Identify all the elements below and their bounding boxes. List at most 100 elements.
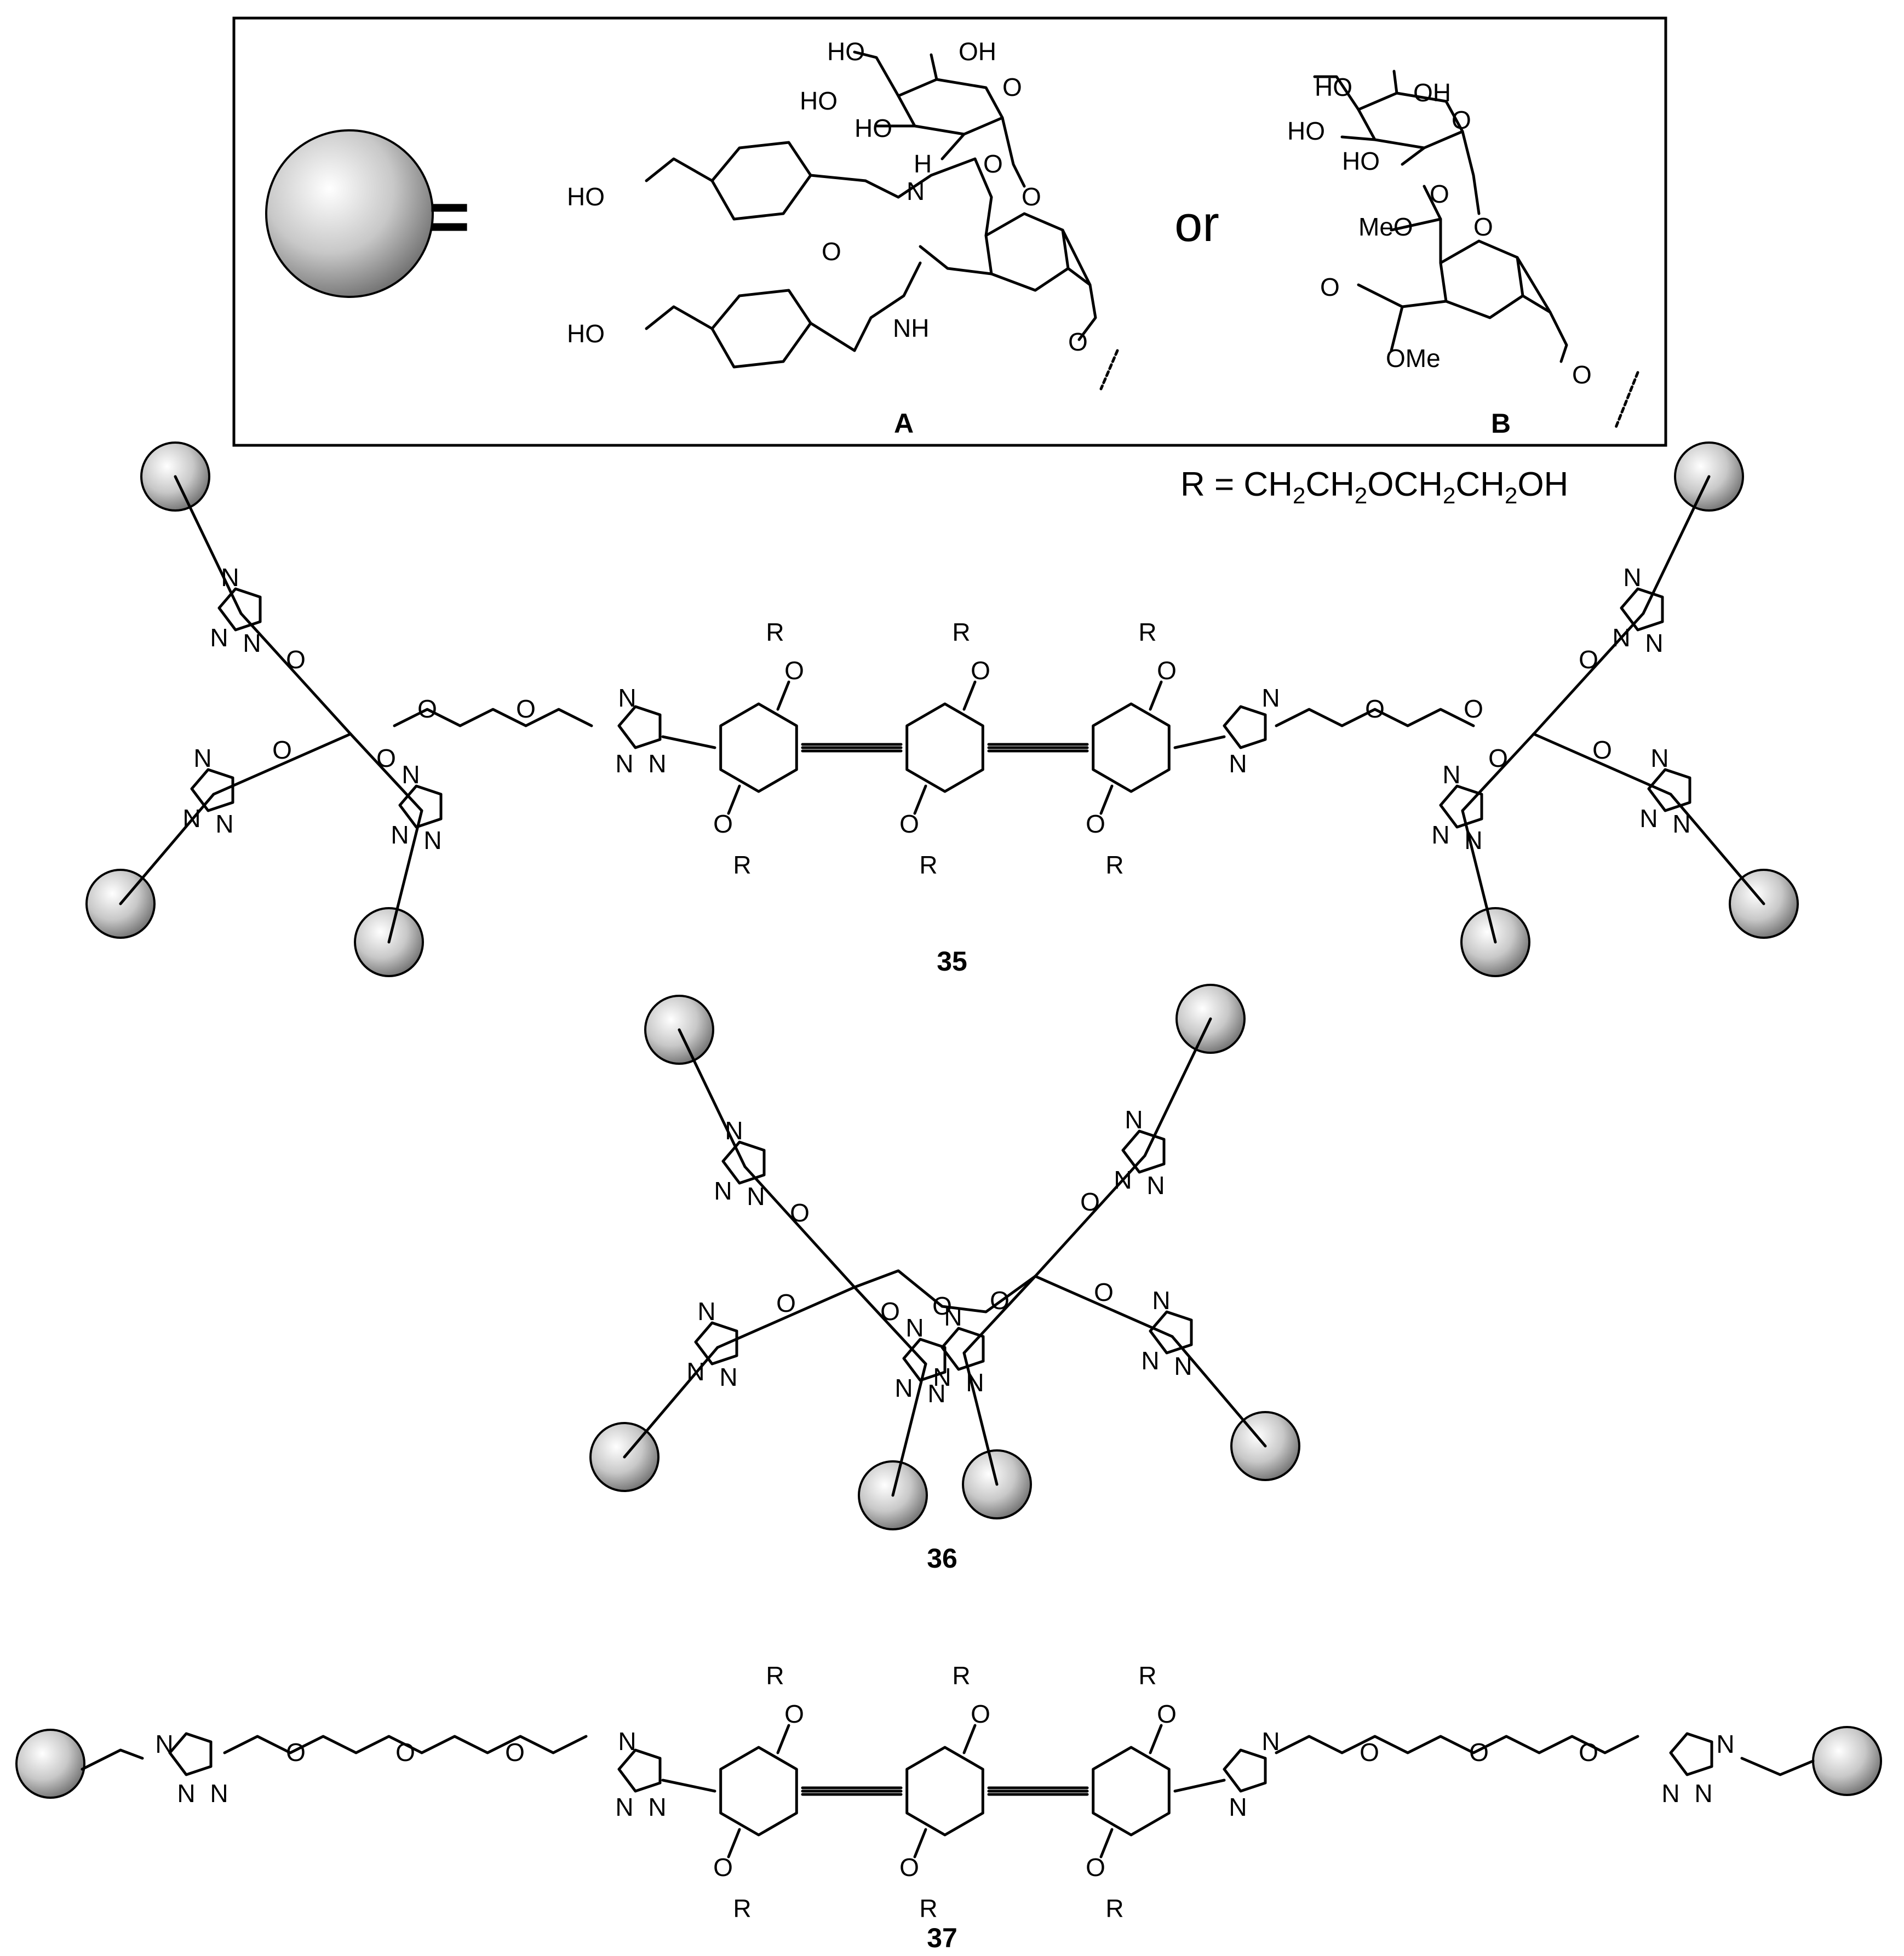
bonds bbox=[119, 475, 1765, 944]
bond bbox=[776, 680, 790, 711]
sugar-sphere-icon bbox=[15, 1729, 85, 1799]
benzyl-link-1 bbox=[864, 157, 977, 199]
oh-bond bbox=[930, 53, 938, 81]
bond bbox=[1532, 612, 1645, 736]
or-text: or bbox=[1174, 196, 1219, 252]
bond bbox=[1461, 809, 1497, 944]
atom-label: N bbox=[1152, 1286, 1170, 1315]
atom-label: N bbox=[905, 1313, 924, 1342]
bond bbox=[1223, 705, 1267, 749]
bond bbox=[678, 1028, 747, 1168]
atom-label: O bbox=[1469, 1738, 1489, 1766]
bond bbox=[174, 475, 243, 615]
atom-label: O bbox=[1365, 695, 1385, 723]
atom-label: N bbox=[615, 749, 633, 778]
bond bbox=[727, 1828, 741, 1859]
bond bbox=[1034, 1154, 1146, 1278]
bond bbox=[1171, 1335, 1267, 1448]
ring-link-2 bbox=[809, 322, 856, 352]
atom-label: R bbox=[766, 618, 784, 646]
atom-label: N bbox=[1174, 1352, 1192, 1380]
atom-label: N bbox=[1141, 1346, 1159, 1375]
atom-label: N bbox=[927, 1379, 945, 1408]
atom-label: N bbox=[1650, 744, 1668, 772]
atom-label: O bbox=[971, 1700, 990, 1728]
ch2oh-link-2 bbox=[645, 305, 714, 330]
atom-label: O bbox=[932, 1292, 952, 1320]
ho-bond-2 bbox=[1401, 146, 1426, 166]
atom-label: N bbox=[243, 629, 261, 657]
atom-label: O bbox=[899, 810, 919, 838]
atom-label: O bbox=[822, 237, 841, 266]
bond bbox=[190, 768, 234, 812]
atom-label: R bbox=[1105, 1894, 1123, 1923]
atom-label: N bbox=[648, 1793, 666, 1821]
atom-label: N bbox=[944, 1303, 962, 1331]
atom-label: O bbox=[880, 1297, 900, 1326]
bond bbox=[1620, 587, 1664, 632]
atom-label: N bbox=[1694, 1779, 1712, 1808]
ester-bond-1b bbox=[1390, 217, 1442, 232]
atom-label: O bbox=[1157, 1700, 1177, 1728]
atom-label: N bbox=[182, 804, 200, 833]
atom-label: O bbox=[784, 1700, 804, 1728]
o-linker-bond bbox=[1077, 283, 1097, 341]
atom-label: N bbox=[697, 1297, 715, 1326]
compound-label: 36 bbox=[927, 1543, 957, 1574]
atom-label: N bbox=[423, 826, 441, 854]
atom-label: O bbox=[1579, 1738, 1598, 1766]
atom-label: OH bbox=[1413, 78, 1451, 107]
atom-label: N bbox=[402, 760, 420, 789]
amide-bond-2 bbox=[919, 245, 993, 276]
atom-label: O bbox=[990, 1286, 1010, 1315]
bond bbox=[168, 1732, 213, 1776]
atom-label: R bbox=[733, 1894, 751, 1923]
atom-label: N bbox=[648, 749, 666, 778]
bond bbox=[1121, 1129, 1166, 1174]
atom-label: N bbox=[907, 177, 925, 205]
atom-label: O bbox=[516, 695, 536, 723]
bond bbox=[239, 612, 352, 736]
wavy-attachment-bond bbox=[1099, 349, 1119, 391]
bond bbox=[962, 1275, 1037, 1355]
atom-label: O bbox=[286, 1738, 306, 1766]
benzene-ring-2 bbox=[710, 289, 812, 369]
atom-label: O bbox=[1157, 656, 1177, 685]
bond bbox=[223, 1735, 588, 1754]
atom-label: R bbox=[1138, 618, 1156, 646]
atom-label: N bbox=[1261, 1727, 1280, 1756]
atom-label: HO bbox=[567, 319, 605, 348]
sugar-spheres bbox=[15, 1726, 1882, 1799]
atom-label: R bbox=[733, 851, 751, 879]
bond bbox=[387, 809, 423, 944]
equals-sign: = bbox=[428, 176, 470, 256]
bond bbox=[1099, 784, 1114, 815]
atom-label: O bbox=[1086, 810, 1105, 838]
atom-label: N bbox=[686, 1357, 704, 1386]
bond bbox=[1275, 1735, 1639, 1754]
bond bbox=[1669, 1732, 1713, 1776]
atom-label: O bbox=[776, 1289, 796, 1317]
r-definition: R = CH2CH2OCH2CH2OH bbox=[1180, 466, 1568, 508]
bond bbox=[905, 1746, 984, 1837]
bond bbox=[81, 1748, 144, 1771]
atom-label: N bbox=[725, 1116, 743, 1145]
atom-label: N bbox=[618, 684, 636, 712]
bond bbox=[853, 1269, 1037, 1313]
atom-label: R bbox=[919, 1894, 937, 1923]
atom-label: O bbox=[1022, 182, 1041, 211]
atom-label: N bbox=[618, 1727, 636, 1756]
sugar-sphere-icon bbox=[1812, 1726, 1882, 1796]
atom-label: R bbox=[1138, 1661, 1156, 1690]
bond bbox=[913, 1828, 927, 1859]
atom-label: O bbox=[713, 810, 733, 838]
bond bbox=[1532, 732, 1672, 796]
ester-bond-2 bbox=[1357, 283, 1448, 308]
atom-label: N bbox=[391, 821, 409, 849]
bond bbox=[719, 1746, 798, 1837]
atom-label: O bbox=[790, 1198, 810, 1227]
bond bbox=[716, 1286, 856, 1349]
bond bbox=[962, 680, 977, 711]
